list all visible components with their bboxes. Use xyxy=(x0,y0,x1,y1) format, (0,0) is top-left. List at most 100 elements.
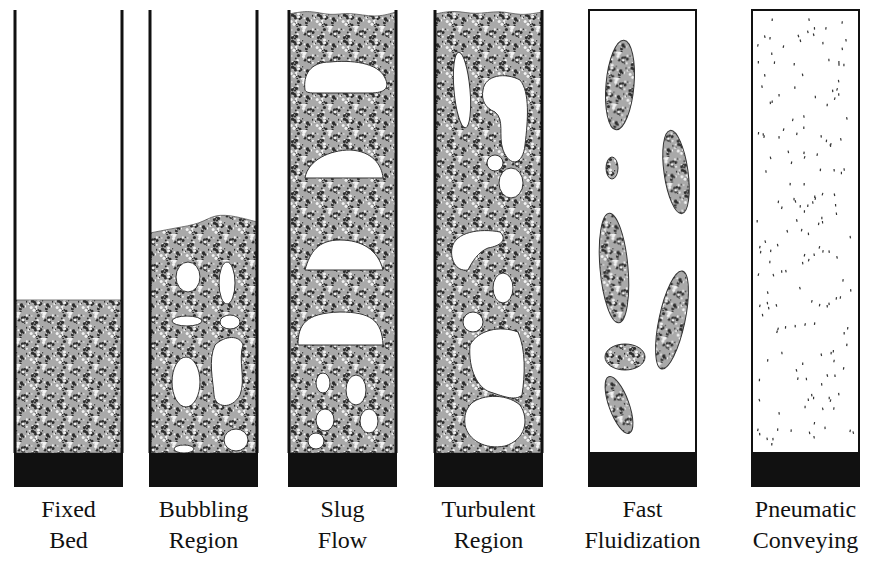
particle xyxy=(757,220,758,223)
particle xyxy=(787,151,789,154)
particle xyxy=(793,198,794,201)
particle xyxy=(806,378,808,381)
particle xyxy=(834,375,835,378)
particle xyxy=(813,254,815,257)
particle xyxy=(771,443,772,446)
distributor-plate xyxy=(288,453,397,487)
particle xyxy=(828,59,829,62)
particle xyxy=(770,157,772,160)
particle xyxy=(822,221,823,224)
gas-void xyxy=(465,396,525,447)
column-wall xyxy=(288,10,291,453)
gas-bubble xyxy=(219,262,235,304)
riser-wall xyxy=(752,10,859,453)
particle xyxy=(830,399,832,402)
particle xyxy=(833,407,834,410)
particle xyxy=(778,136,779,139)
particle xyxy=(791,161,793,164)
particle xyxy=(796,133,798,136)
particle xyxy=(785,270,787,273)
particle xyxy=(772,19,773,22)
particle xyxy=(838,61,839,64)
gas-bubble xyxy=(172,316,202,326)
particle xyxy=(781,207,783,210)
solid-cluster xyxy=(595,212,632,324)
particle xyxy=(808,18,810,21)
particle xyxy=(759,433,761,436)
regime-label: Slug Flow xyxy=(318,494,367,556)
particle xyxy=(792,119,794,122)
particle xyxy=(833,360,835,363)
particle xyxy=(808,233,810,236)
particle xyxy=(847,327,848,330)
gas-bubble xyxy=(346,375,366,405)
solid-cluster xyxy=(605,344,645,370)
packed-bed xyxy=(15,300,122,453)
solid-cluster xyxy=(599,373,638,436)
particle xyxy=(820,135,822,138)
particle xyxy=(816,153,818,156)
particle xyxy=(758,61,759,64)
particle xyxy=(762,314,764,317)
particle xyxy=(814,197,816,200)
gas-bubble xyxy=(174,445,194,453)
particle xyxy=(812,201,814,204)
particle xyxy=(836,88,838,91)
gas-bubble xyxy=(220,315,240,329)
particle xyxy=(764,74,766,77)
gas-void xyxy=(452,231,504,271)
particle xyxy=(781,270,782,273)
particle xyxy=(796,219,798,222)
distributor-plate xyxy=(751,453,860,487)
particle xyxy=(819,304,821,307)
particle xyxy=(774,61,776,64)
gas-void xyxy=(499,168,523,198)
particle xyxy=(778,412,780,415)
particle xyxy=(766,438,768,441)
riser-wall xyxy=(589,10,696,453)
gas-void xyxy=(493,273,513,303)
particle xyxy=(778,201,780,204)
particle xyxy=(802,74,804,77)
turbulent-bed xyxy=(435,11,542,453)
particle xyxy=(794,63,795,66)
particle xyxy=(803,115,805,118)
particle xyxy=(826,374,828,377)
gas-bubble xyxy=(211,338,243,406)
particle xyxy=(797,35,799,38)
particle xyxy=(838,80,840,83)
particle xyxy=(820,169,822,172)
particle xyxy=(835,204,836,207)
particle xyxy=(840,296,842,299)
distributor-plate xyxy=(434,453,543,487)
particle xyxy=(852,431,854,434)
particle xyxy=(772,438,773,441)
particle xyxy=(790,429,791,432)
gas-slug xyxy=(305,240,383,270)
particle xyxy=(815,96,816,99)
gas-void xyxy=(451,51,474,128)
particle xyxy=(759,305,761,308)
particle xyxy=(804,183,805,186)
distributor-plate xyxy=(588,453,697,487)
solid-cluster xyxy=(602,39,638,131)
gas-bubble xyxy=(316,409,334,431)
particle xyxy=(757,429,759,432)
particle xyxy=(795,200,797,203)
solid-cluster xyxy=(658,129,693,216)
gas-void xyxy=(463,312,483,332)
particle xyxy=(804,323,806,326)
particle xyxy=(813,33,815,36)
particle xyxy=(822,193,824,196)
particle xyxy=(785,326,786,329)
particle xyxy=(764,35,766,38)
particle xyxy=(781,352,783,355)
particle xyxy=(804,210,805,213)
regime-label: Fixed Bed xyxy=(41,494,96,556)
gas-bubble xyxy=(176,262,200,292)
particle xyxy=(814,422,816,425)
particle xyxy=(769,37,770,40)
gas-bubble xyxy=(360,409,378,433)
gas-void xyxy=(487,155,503,171)
